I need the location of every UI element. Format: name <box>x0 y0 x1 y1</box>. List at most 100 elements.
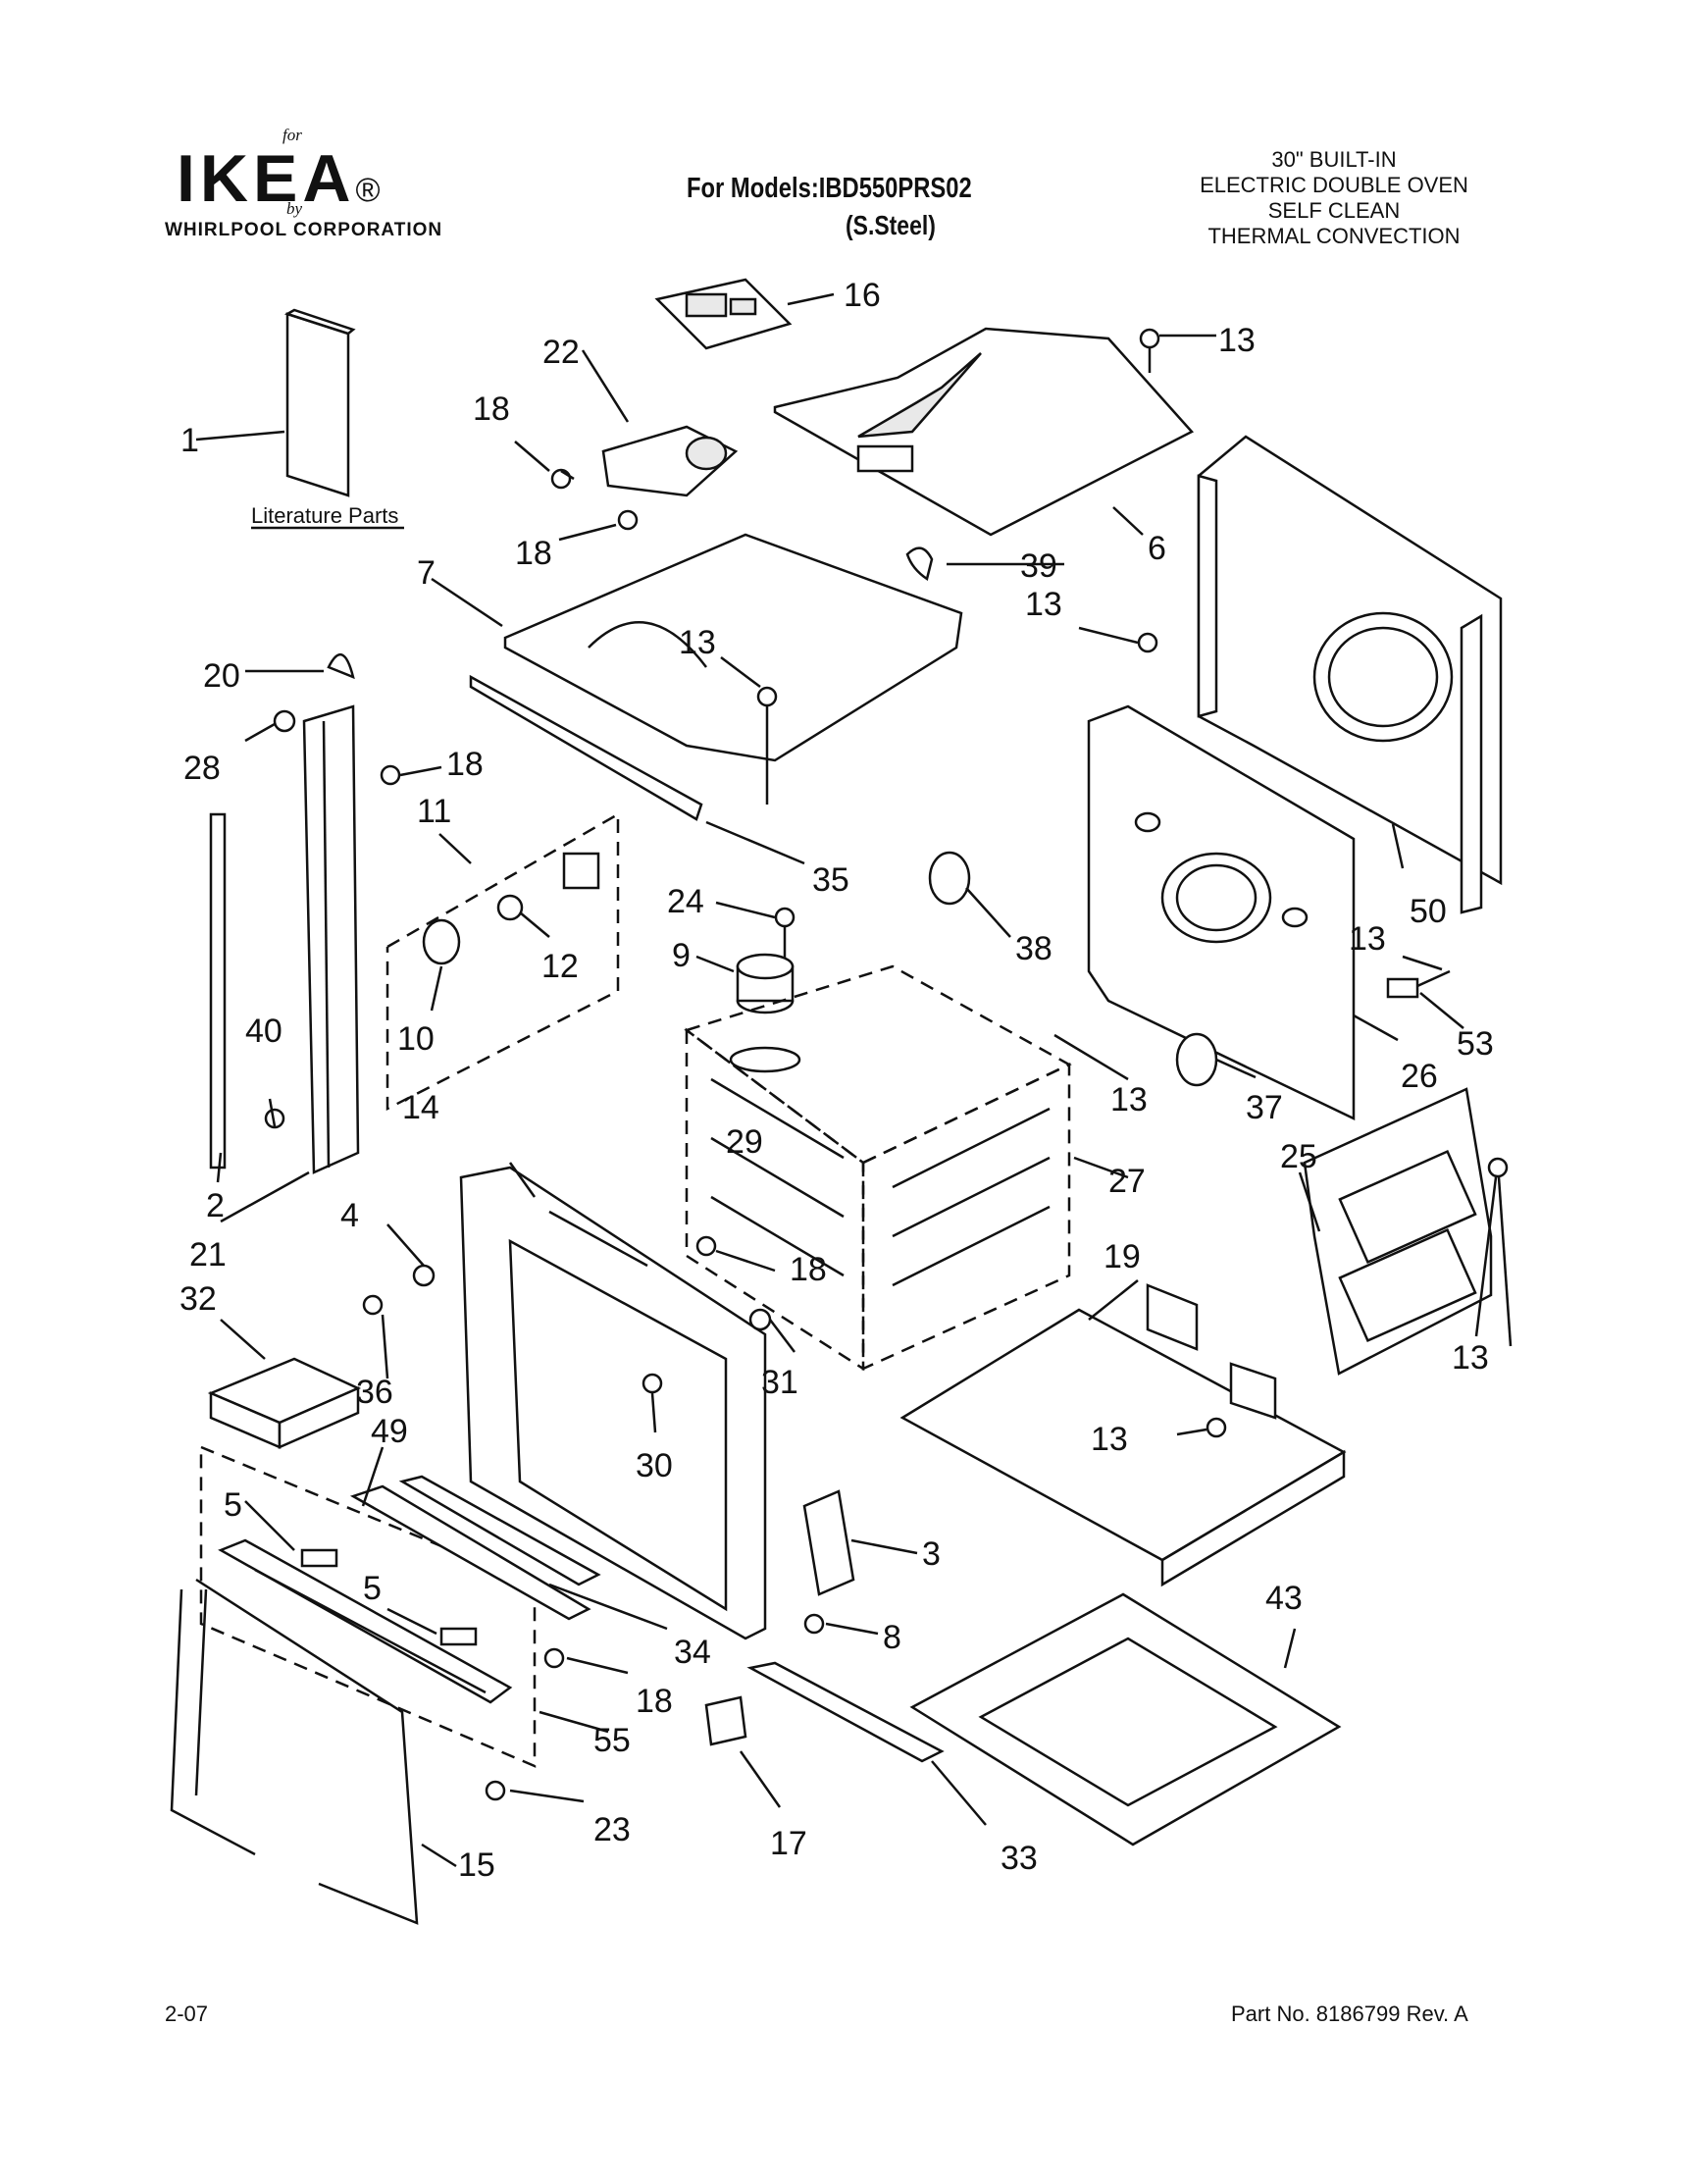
fan-motor-icon <box>729 953 801 1073</box>
part-number-8: 8 <box>883 1619 901 1656</box>
screw-icon <box>380 764 401 786</box>
part-number-15: 15 <box>458 1846 495 1884</box>
side-trim-icon <box>209 812 227 1170</box>
part-number-27: 27 <box>1108 1163 1146 1200</box>
lamp-bulb-icon <box>496 894 524 921</box>
part-number-1: 1 <box>180 422 199 459</box>
screw-icon <box>695 1235 717 1257</box>
part-number-6: 6 <box>1148 530 1166 567</box>
part-number-13: 13 <box>1091 1421 1128 1458</box>
part-number-31: 31 <box>761 1364 798 1401</box>
channel-icon <box>398 1475 601 1586</box>
sensor-icon <box>1386 969 1451 999</box>
screw-icon <box>1139 328 1160 373</box>
bottom-pan-icon <box>899 1283 1347 1587</box>
part-number-2: 2 <box>206 1187 225 1224</box>
front-frame-icon <box>459 1166 767 1640</box>
brand-corporation: WHIRLPOOL CORPORATION <box>165 220 443 240</box>
part-number-13: 13 <box>679 624 716 661</box>
part-number-18: 18 <box>790 1251 827 1288</box>
spacer-icon <box>439 1627 478 1646</box>
terminal-box-icon <box>207 1357 362 1449</box>
bumper-icon <box>412 1264 436 1287</box>
part-number-18: 18 <box>446 746 484 783</box>
control-board-icon <box>654 278 793 350</box>
gasket-icon <box>1175 1032 1218 1087</box>
lamp-group-outline <box>385 811 620 1112</box>
part-number-11: 11 <box>417 793 451 830</box>
part-number-10: 10 <box>397 1020 435 1058</box>
screw-icon <box>617 509 639 531</box>
top-shield-icon <box>773 327 1195 537</box>
door-lock-assembly-icon <box>601 425 739 497</box>
part-number-17: 17 <box>770 1825 807 1862</box>
spec-line: 30" BUILT-IN <box>1271 147 1397 172</box>
part-number-20: 20 <box>203 657 240 695</box>
brand-for-text: for <box>282 126 302 144</box>
part-number-13: 13 <box>1110 1081 1148 1118</box>
part-number-13: 13 <box>1025 586 1062 623</box>
part-number-34: 34 <box>674 1634 711 1671</box>
models-label: For Models:IBD550PRS02 <box>687 173 972 204</box>
screw-icon <box>756 686 778 805</box>
screw-icon <box>774 907 796 962</box>
vent-panel-icon <box>218 1538 513 1704</box>
part-number-14: 14 <box>402 1089 439 1126</box>
part-number-24: 24 <box>667 883 704 920</box>
spec-block: 30" BUILT-IN ELECTRIC DOUBLE OVEN SELF C… <box>1157 147 1511 249</box>
convection-rear-frame-icon <box>1087 704 1356 1120</box>
part-number-7: 7 <box>417 554 436 592</box>
lamp-lens-icon <box>422 918 461 965</box>
part-number-25: 25 <box>1280 1138 1317 1175</box>
part-number-35: 35 <box>812 861 849 899</box>
part-number-37: 37 <box>1246 1089 1283 1126</box>
part-number-50: 50 <box>1410 893 1447 930</box>
rear-panel-icon <box>1197 435 1503 914</box>
part-number-9: 9 <box>672 937 691 974</box>
part-number-22: 22 <box>542 334 580 371</box>
part-number-19: 19 <box>1104 1238 1141 1275</box>
screw-icon <box>550 468 575 490</box>
part-number-55: 55 <box>593 1722 631 1759</box>
side-frame-icon <box>302 704 360 1174</box>
part-number-5: 5 <box>224 1486 242 1524</box>
spec-line: ELECTRIC DOUBLE OVEN <box>1200 173 1468 197</box>
part-number-49: 49 <box>371 1413 408 1450</box>
screw-icon <box>1206 1417 1227 1438</box>
part-number-18: 18 <box>636 1683 673 1720</box>
part-number-26: 26 <box>1401 1058 1438 1095</box>
channel-icon <box>349 1484 591 1621</box>
part-number-13: 13 <box>1218 322 1256 359</box>
part-number-16: 16 <box>844 277 881 314</box>
top-frame-icon <box>469 533 963 821</box>
side-panel-icon <box>1303 1087 1493 1376</box>
part-number-18: 18 <box>515 535 552 572</box>
spec-line: THERMAL CONVECTION <box>1207 224 1461 248</box>
part-number-13: 13 <box>1452 1339 1489 1377</box>
spacer-icon <box>300 1548 338 1568</box>
ikea-logo-wordmark: IKEA <box>177 141 356 216</box>
screw-icon <box>264 1108 285 1129</box>
part-number-33: 33 <box>1001 1840 1038 1877</box>
part-number-5: 5 <box>363 1570 382 1607</box>
part-number-21: 21 <box>189 1236 227 1274</box>
clip-icon <box>905 546 934 582</box>
screw-icon <box>543 1647 565 1669</box>
part-number-footer: Part No. 8186799 Rev. A <box>1231 2002 1468 2026</box>
registered-mark: ® <box>355 172 381 209</box>
date-code: 2-07 <box>165 2002 209 2026</box>
trim-strip-icon <box>746 1661 945 1763</box>
screw-icon <box>1137 632 1158 653</box>
literature-parts-label: Literature Parts <box>251 503 398 528</box>
cap-icon <box>327 653 355 680</box>
clip-icon <box>704 1695 747 1746</box>
part-number-13: 13 <box>1349 920 1386 958</box>
gasket-icon <box>928 851 971 906</box>
screw-icon <box>485 1780 506 1801</box>
literature-parts-icon <box>283 308 356 497</box>
part-number-4: 4 <box>340 1197 359 1234</box>
spec-line: SELF CLEAN <box>1267 198 1401 223</box>
door-gasket-icon <box>170 1578 419 1925</box>
part-number-28: 28 <box>183 750 221 787</box>
